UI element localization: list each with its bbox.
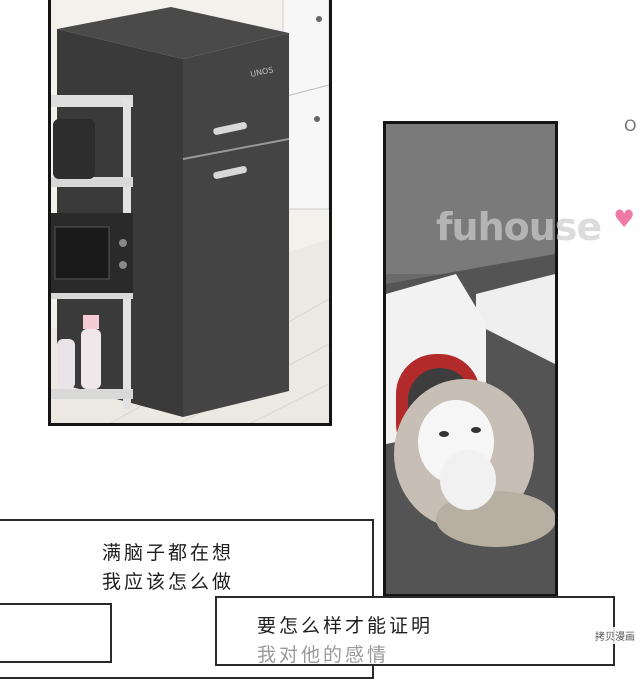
hedgehog (394, 379, 555, 547)
narration-line: 要怎么样才能证明 (257, 615, 434, 637)
speech-hint: O (624, 116, 637, 135)
pet-panel (383, 121, 558, 597)
pet-illustration (386, 124, 555, 594)
toaster (53, 119, 95, 179)
narration-line: 满脑子都在想 (102, 542, 235, 564)
kitchen-illustration: UNOS (51, 0, 329, 423)
watermark: fuhouse ♥ (436, 205, 635, 249)
narration-line: 我对他的感情 (257, 644, 390, 666)
narration-box-2 (0, 603, 112, 663)
corner-credit: 拷贝漫画 (592, 627, 638, 644)
microwave (51, 213, 133, 293)
narration-line: 我应该怎么做 (102, 571, 235, 593)
narration-box-3: 要怎么样才能证明 我对他的感情 (215, 596, 615, 666)
heart-icon: ♥ (613, 205, 634, 233)
kitchen-panel: UNOS (48, 0, 332, 426)
watermark-text: fuhouse (436, 205, 602, 249)
